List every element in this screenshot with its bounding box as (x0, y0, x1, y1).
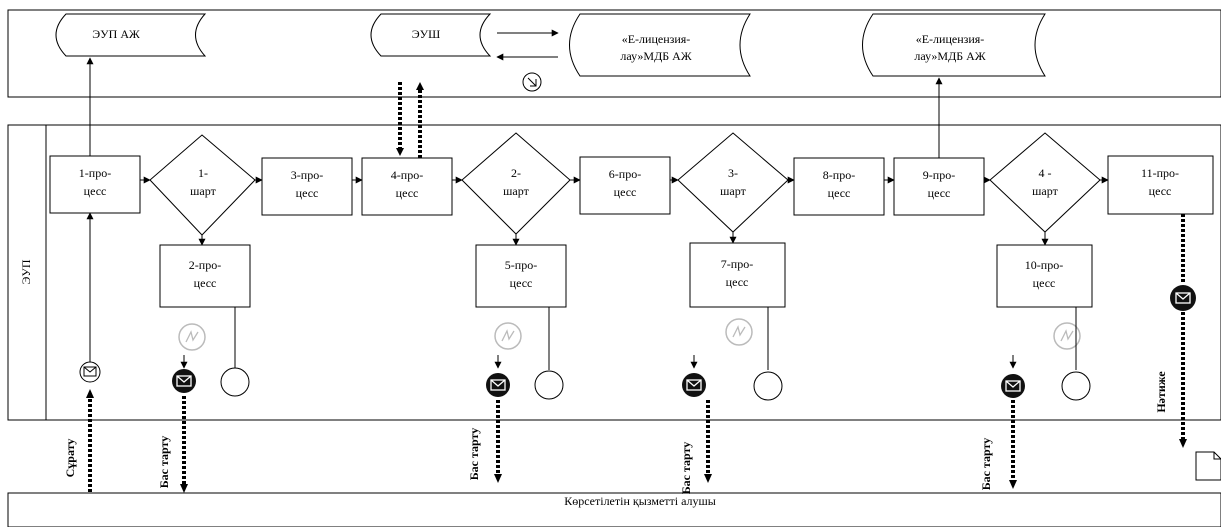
result-label: Нәтиже (1154, 371, 1168, 413)
refusal-label-3: Бас тарту (679, 442, 693, 495)
svg-text:1-: 1- (198, 166, 208, 180)
svg-text:4-про-: 4-про- (391, 168, 423, 182)
process-10: 10-про- цесс (996, 244, 1093, 308)
process-3: 3-про- цесс (261, 157, 353, 216)
system-eup-aj: ЭУП АЖ (55, 13, 207, 57)
refusal-label-4: Бас тарту (979, 438, 993, 491)
svg-text:лау»МДБ АЖ: лау»МДБ АЖ (914, 49, 985, 63)
svg-text:ЭУШ: ЭУШ (412, 27, 441, 41)
svg-text:4 -: 4 - (1039, 166, 1052, 180)
main-flow-arrows (86, 57, 1109, 362)
svg-text:3-про-: 3-про- (291, 168, 323, 182)
svg-text:10-про-: 10-про- (1025, 258, 1063, 272)
process-2: 2-про- цесс (159, 244, 251, 308)
svg-text:8-про-: 8-про- (823, 168, 855, 182)
svg-text:цесс: цесс (296, 186, 319, 200)
svg-text:цесс: цесс (194, 276, 217, 290)
end-event-circle (534, 370, 564, 400)
process-6: 6-про- цесс (579, 156, 671, 215)
refusal-group-1 (172, 307, 250, 397)
svg-text:ЭУП АЖ: ЭУП АЖ (92, 27, 140, 41)
process-9: 9-про- цесс (893, 157, 985, 216)
process-8: 8-про- цесс (793, 157, 885, 216)
request-message-icon (79, 361, 101, 383)
system-eush: ЭУШ (370, 13, 492, 57)
svg-text:шарт: шарт (190, 184, 216, 198)
result-document-icon (1195, 451, 1221, 481)
svg-text:3-: 3- (728, 166, 738, 180)
svg-text:2-: 2- (511, 166, 521, 180)
svg-text:7-про-: 7-про- (721, 257, 753, 271)
svg-text:1-про-: 1-про- (79, 166, 111, 180)
condition-2: 2- шарт (461, 132, 571, 235)
svg-text:цесс: цесс (84, 184, 107, 198)
svg-text:цесс: цесс (828, 186, 851, 200)
refusal-group-3 (682, 307, 783, 401)
refusal-label-1: Бас тарту (157, 436, 171, 489)
end-event-circle (1061, 371, 1091, 401)
end-event-circle (220, 367, 250, 397)
svg-text:2-про-: 2-про- (189, 258, 221, 272)
svg-text:цесс: цесс (510, 276, 533, 290)
system-elicense-1: «Е-лицензия- лау»МДБ АЖ (569, 13, 751, 77)
svg-text:цесс: цесс (1033, 276, 1056, 290)
lane-systems (7, 9, 1221, 98)
lane-eup (7, 124, 1221, 421)
lane-recipient (7, 492, 1221, 527)
result-message-icon (1170, 285, 1196, 311)
condition-4: 4 - шарт (989, 132, 1101, 233)
refusal-group-2 (486, 307, 564, 400)
end-event-circle (753, 371, 783, 401)
timer-event-icon (522, 72, 542, 92)
svg-text:цесс: цесс (396, 186, 419, 200)
svg-text:цесс: цесс (726, 275, 749, 289)
svg-text:шарт: шарт (503, 184, 529, 198)
svg-text:цесс: цесс (614, 185, 637, 199)
process-7: 7-про- цесс (689, 242, 786, 308)
condition-1: 1- шарт (149, 134, 256, 236)
svg-text:11-про-: 11-про- (1141, 166, 1179, 180)
lane-recipient-label: Көрсетілетін қызметті алушы (564, 494, 716, 508)
svg-text:цесс: цесс (1149, 184, 1172, 198)
svg-text:«Е-лицензия-: «Е-лицензия- (622, 32, 691, 46)
svg-text:шарт: шарт (1032, 184, 1058, 198)
svg-text:шарт: шарт (720, 184, 746, 198)
lane-eup-label: ЭУП (19, 259, 33, 284)
svg-text:цесс: цесс (928, 186, 951, 200)
system-elicense-2: «Е-лицензия- лау»МДБ АЖ (862, 13, 1046, 77)
svg-text:лау»МДБ АЖ: лау»МДБ АЖ (620, 49, 691, 63)
svg-text:5-про-: 5-про- (505, 258, 537, 272)
svg-text:«Е-лицензия-: «Е-лицензия- (916, 32, 985, 46)
process-1: 1-про- цесс (49, 155, 141, 214)
process-4: 4-про- цесс (361, 157, 453, 216)
process-5: 5-про- цесс (475, 244, 567, 308)
refusal-label-2: Бас тарту (467, 428, 481, 481)
condition-3: 3- шарт (677, 132, 789, 233)
process-11: 11-про- цесс (1107, 155, 1214, 215)
request-label: Сұрату (63, 439, 77, 478)
svg-text:9-про-: 9-про- (923, 168, 955, 182)
refusal-group-4 (1001, 307, 1091, 401)
svg-text:6-про-: 6-про- (609, 167, 641, 181)
